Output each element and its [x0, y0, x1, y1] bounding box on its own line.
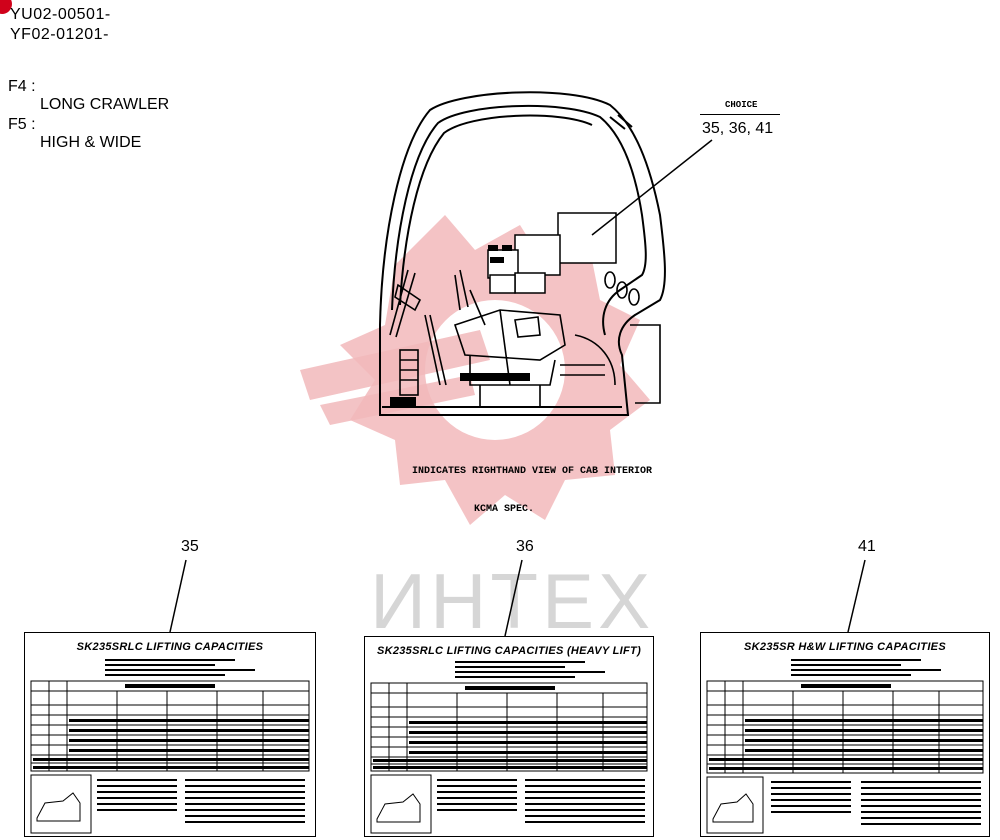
card-table-35	[30, 659, 310, 834]
lifting-capacity-card-35: SK235SRLC LIFTING CAPACITIES	[24, 632, 316, 837]
option-code-f4: F4 :	[8, 78, 36, 95]
card-number-36: 36	[516, 538, 534, 555]
card-number-41: 41	[858, 538, 876, 555]
card-number-35: 35	[181, 538, 199, 555]
corner-marker	[0, 0, 12, 14]
choice-items: 35, 36, 41	[702, 120, 774, 137]
spec-label: KCMA SPEC.	[474, 504, 535, 515]
option-desc-f5: HIGH & WIDE	[40, 134, 142, 151]
card-title-41: SK235SR H&W LIFTING CAPACITIES	[744, 641, 946, 653]
option-code-f5: F5 :	[8, 116, 36, 133]
cab-view-caption: INDICATES RIGHTHAND VIEW OF CAB INTERIOR	[412, 466, 653, 477]
option-desc-f4: LONG CRAWLER	[40, 96, 170, 113]
choice-underline	[700, 114, 780, 115]
watermark-text: ИНТЕХ	[370, 557, 655, 645]
serial-number-1: YU02-00501-	[10, 6, 111, 23]
card-title-36: SK235SRLC LIFTING CAPACITIES (HEAVY LIFT…	[376, 645, 642, 657]
choice-label: CHOICE	[725, 100, 758, 110]
serial-number-2: YF02-01201-	[10, 26, 109, 43]
card-title-35: SK235SRLC LIFTING CAPACITIES	[76, 641, 264, 653]
lifting-capacity-card-36: SK235SRLC LIFTING CAPACITIES (HEAVY LIFT…	[364, 636, 654, 837]
cab-interior-drawing	[379, 91, 666, 416]
card-table-36	[370, 661, 648, 834]
card-table-41	[706, 659, 984, 834]
lifting-capacity-card-41: SK235SR H&W LIFTING CAPACITIES	[700, 632, 990, 837]
